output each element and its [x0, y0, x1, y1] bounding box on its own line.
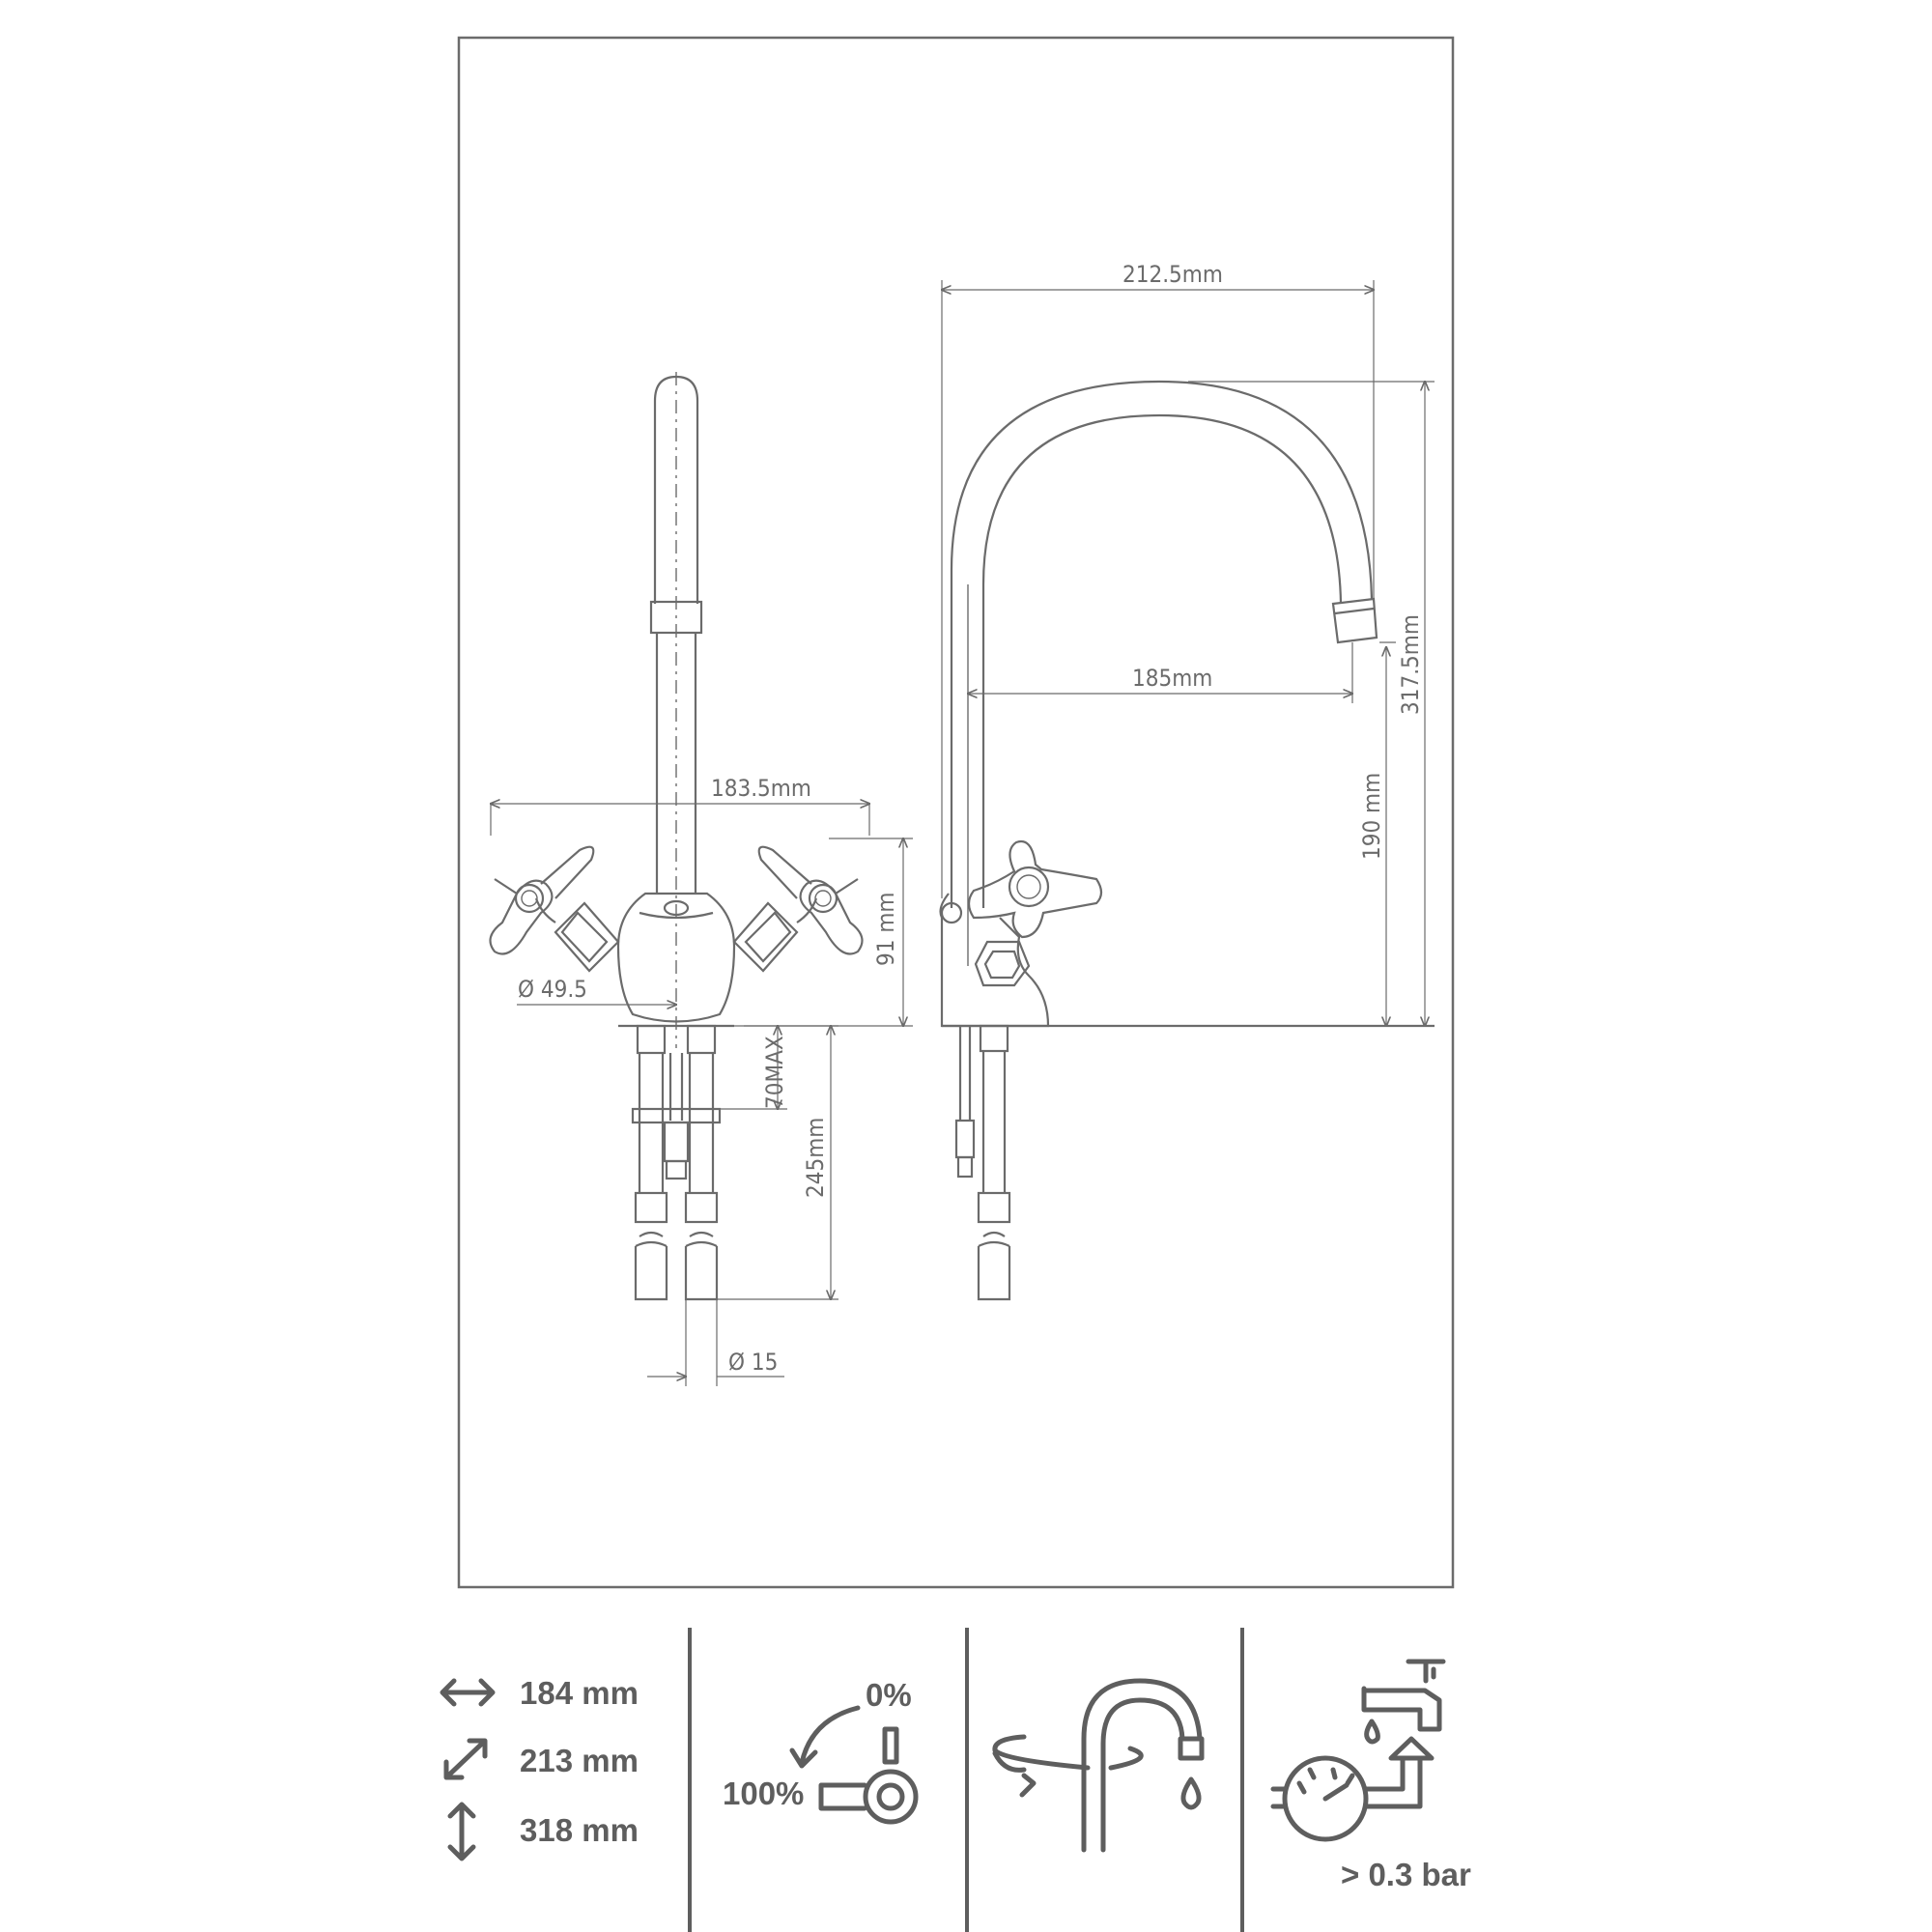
swivel-spout-icon: [992, 1678, 1205, 1853]
lever-open-label: 100%: [723, 1776, 804, 1811]
dim-outlet-height: 190 mm: [1358, 773, 1385, 860]
vertical-arrow-icon: [447, 1802, 476, 1861]
dim-side-reach: 212.5mm: [1122, 261, 1223, 288]
horizontal-arrow-icon: [440, 1678, 496, 1707]
pressure-gauge-icon: [1270, 1659, 1446, 1842]
dim-front-height: 91 mm: [872, 893, 899, 966]
dim-base-diameter: Ø 49.5: [518, 976, 587, 1003]
drawing-frame: [457, 36, 1455, 1589]
dim-hose-length: 245mm: [802, 1118, 829, 1198]
front-view: 183.5mm 91 mm Ø 49.5 70MAX 245mm Ø 15: [489, 372, 913, 1386]
spec-bar: 184 mm 213 mm 318 mm 0% 100%: [440, 1628, 1471, 1932]
lever-rotation-icon: [789, 1705, 919, 1825]
dim-total-height: 317.5mm: [1397, 614, 1424, 715]
diagonal-arrow-icon: [443, 1738, 488, 1780]
side-view: 212.5mm 185mm 317.5mm 190 mm: [939, 261, 1435, 1301]
dim-front-width: 183.5mm: [711, 775, 811, 802]
dim-hose-diameter: Ø 15: [728, 1349, 778, 1376]
dim-spout-reach: 185mm: [1132, 665, 1212, 692]
spec-depth: 213 mm: [520, 1743, 639, 1778]
spec-width: 184 mm: [520, 1675, 639, 1711]
pressure-label: > 0.3 bar: [1341, 1857, 1471, 1892]
lever-closed-label: 0%: [866, 1677, 912, 1713]
dim-max-thickness: 70MAX: [761, 1036, 788, 1109]
spec-height: 318 mm: [520, 1812, 639, 1848]
